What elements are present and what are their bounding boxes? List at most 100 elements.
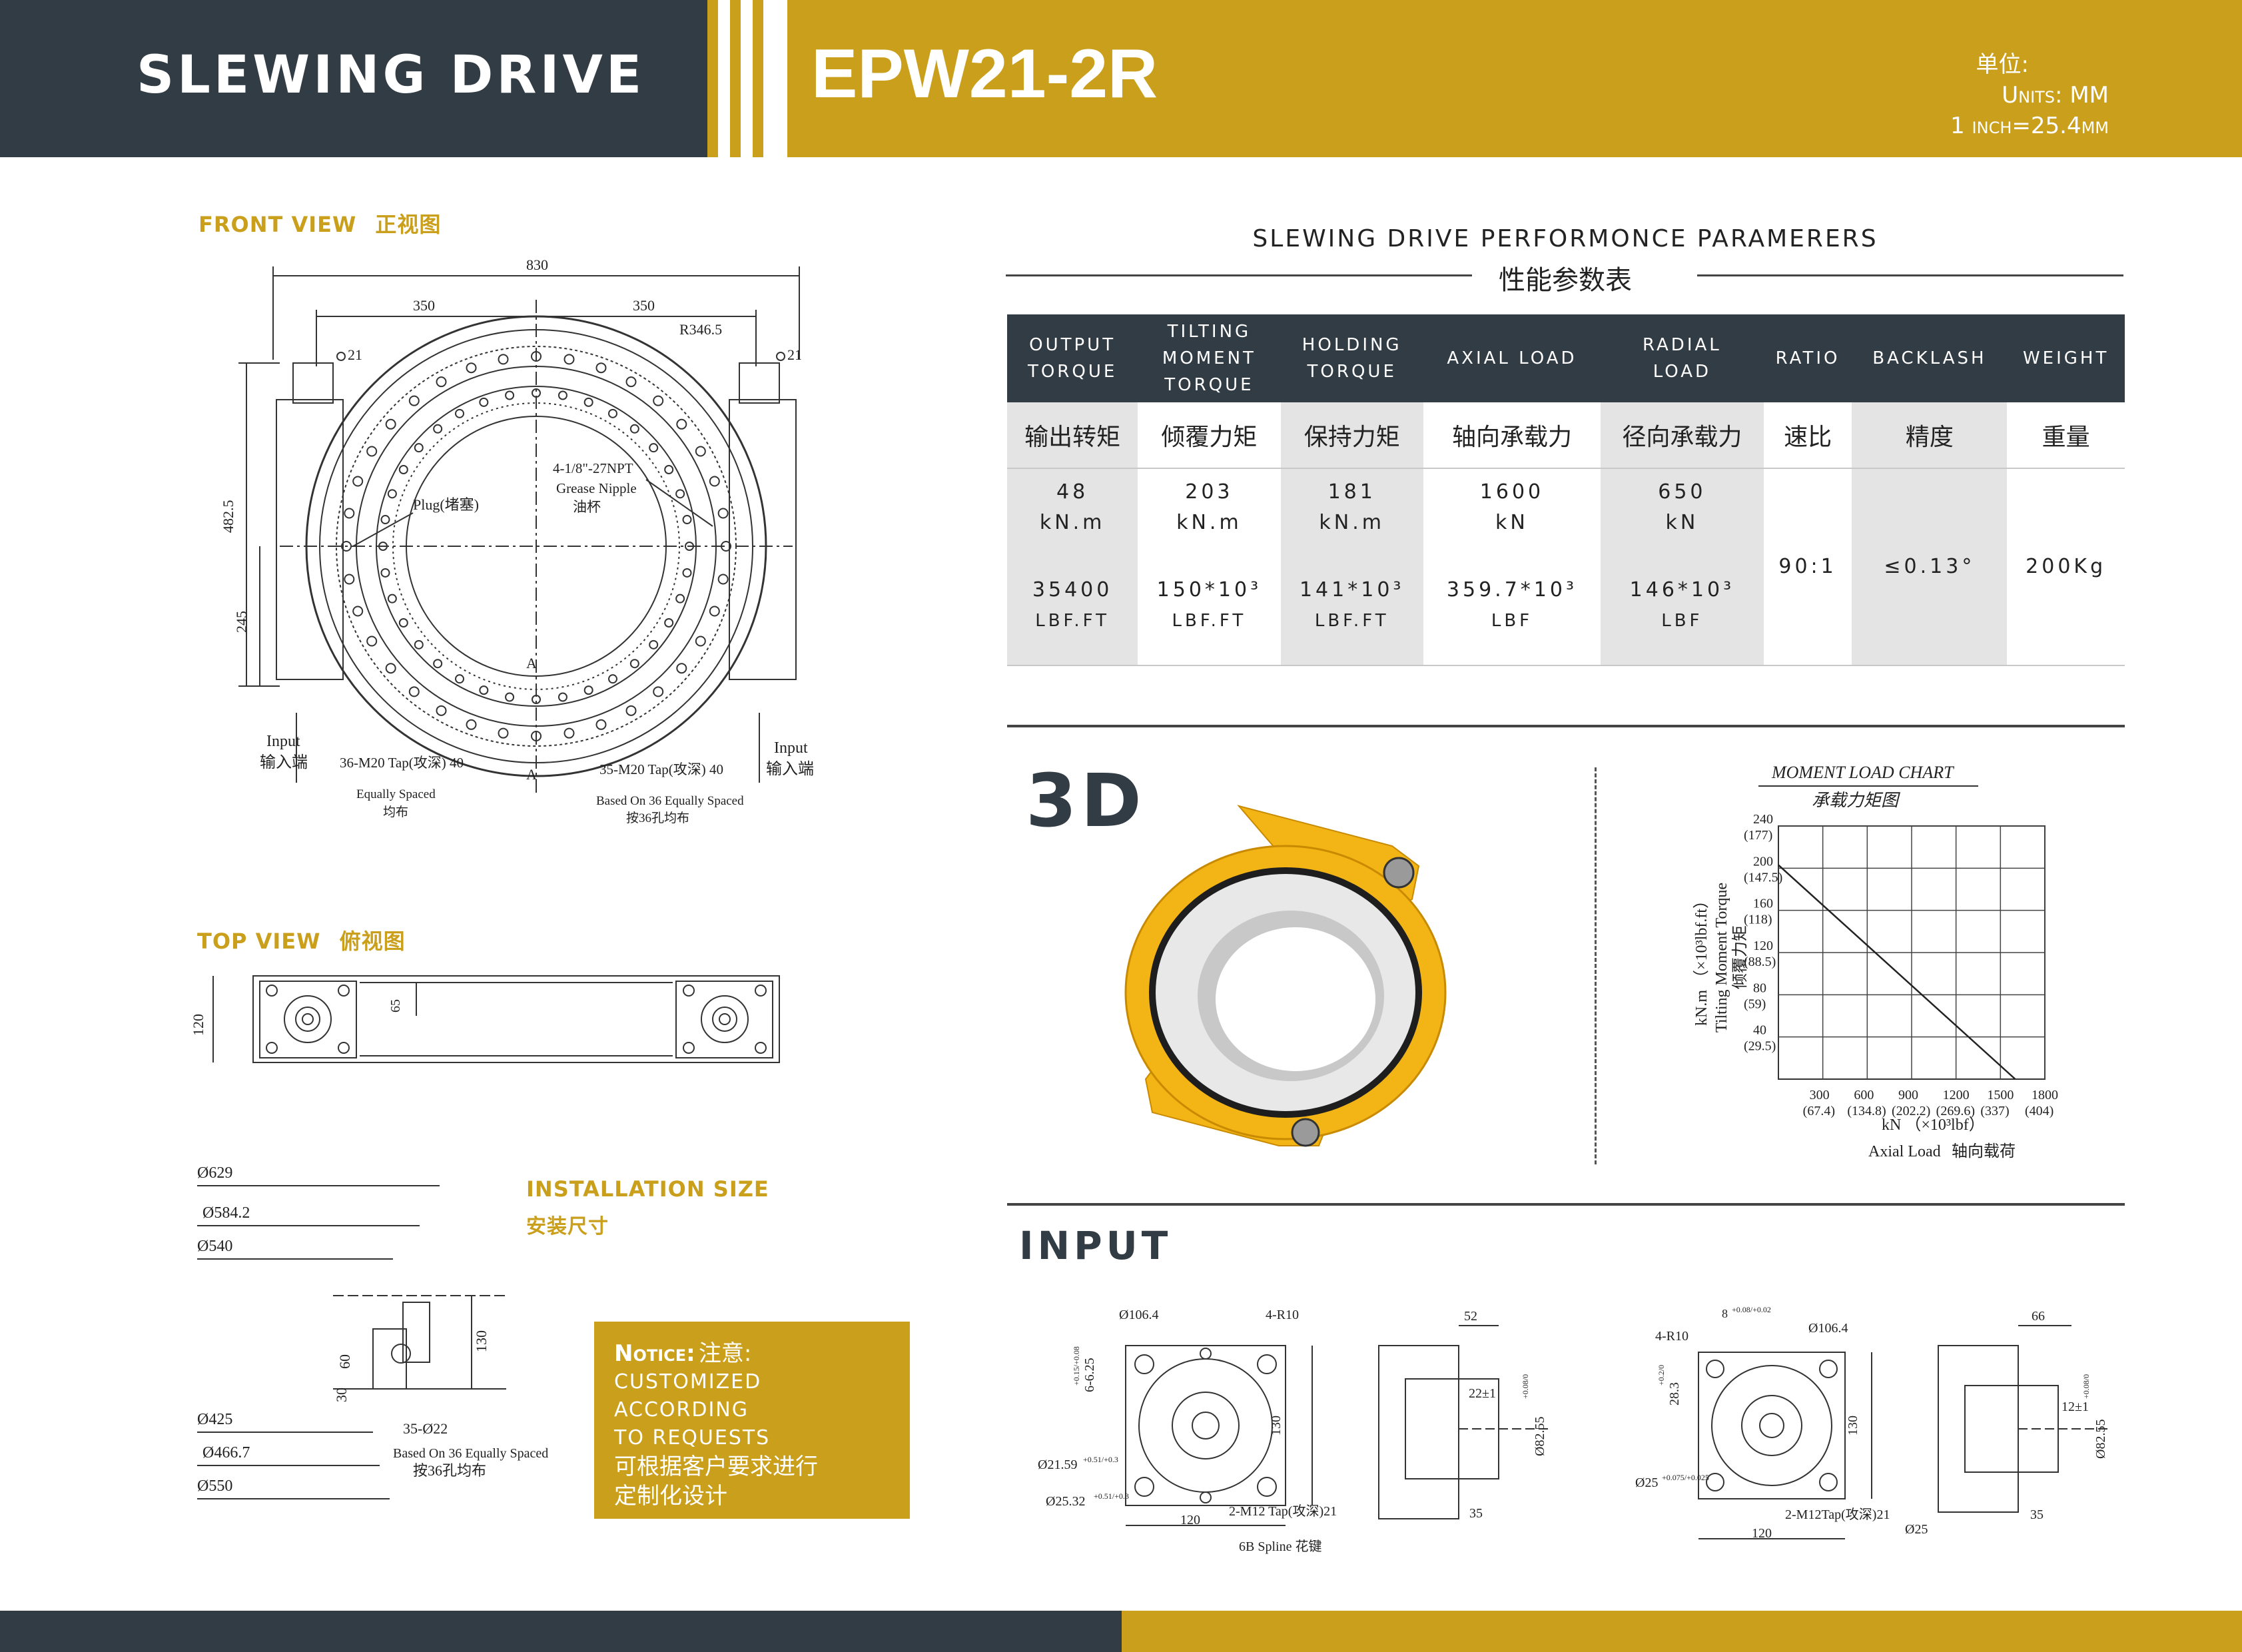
b-130: 130 [1846,1416,1860,1436]
footer-gold-band [1122,1611,2242,1652]
b-1064: Ø106.4 [1808,1321,1848,1336]
a-2532: Ø25.32 [1046,1494,1085,1509]
plug-label: Plug(堵塞) [413,496,479,513]
b-283-tol: +0.2/0 [1657,1365,1666,1386]
bolt-hole [433,424,443,434]
header-stripe [753,0,763,157]
units-value: MM [2069,82,2109,109]
bolt-hole [341,541,352,552]
section-a-top: A [526,655,537,671]
a-8255-tol: +0.08/0 [1521,1374,1530,1399]
table-row-imperial: 35400lbf.ft 150*10³lbf.ft 141*10³lbf.ft … [1007,546,2125,666]
bolt-hole [408,686,420,697]
bolt-hole [498,727,509,739]
dim-350-right: 350 [633,297,655,314]
cell-cn: 保持力矩 [1280,402,1423,469]
chart-ytick-sub: (118) [1744,913,1772,927]
cell-cn: 输出转矩 [1007,402,1138,469]
top-view-en: TOP VIEW [197,929,321,954]
dim-550: Ø550 [197,1477,232,1495]
bolt-hole [498,354,509,365]
cell-imperial: 146*10³lbf [1601,546,1764,666]
col-ratio: Ratio [1763,314,1852,402]
chart-ticks: 300(67.4)600(134.8)900(202.2)1200(269.6)… [1744,812,2058,1118]
col-weight: Weight [2007,314,2125,402]
installation-size-label: INSTALLATION SIZE [526,1176,769,1202]
notice-cn-2: 定制化设计 [614,1483,727,1509]
cell-imperial: 359.7*10³lbf [1423,546,1601,666]
bolt-hole [385,418,396,430]
chart-xlabel-cn: 轴向载荷 [1952,1142,2016,1160]
dim-5842: Ø584.2 [202,1204,250,1222]
bolt-hole [344,574,355,585]
b-8255: Ø82.55 [2093,1420,2108,1459]
bolt-hole [352,476,364,487]
chart-ytick: 40 [1753,1023,1766,1038]
bolt-hole [563,354,575,365]
bolt-hole [583,397,593,407]
bolt-hole [629,424,639,434]
bolt-hole [649,443,659,453]
a-4r10: 4-R10 [1266,1308,1299,1322]
bolt-hole [721,541,731,552]
chart-xtick: 1200 [1943,1088,1970,1102]
a-625-tol: +0.15/+0.08 [1072,1346,1081,1386]
dim-540: Ø540 [197,1238,232,1255]
chart-xtick-sub: (404) [2025,1104,2054,1118]
divider-3d [1007,725,2125,727]
notice-line-2: To Requests [614,1426,771,1449]
bolt-hole [408,395,420,406]
units-block: 单位: Units: MM 1 inch=25.4mm [1950,49,2109,141]
chart-xtick: 600 [1854,1088,1874,1102]
bolt-hole [387,489,397,499]
input-right-cn: 输入端 [766,760,814,778]
bolt-hole [378,542,388,551]
dim-4667: Ø466.7 [202,1444,250,1461]
chart-ytick-sub: (29.5) [1744,1039,1776,1054]
bolt-hole [717,508,729,519]
bolt-hole [695,446,706,457]
input-heading: INPUT [1019,1223,1172,1268]
cell-backlash: ≤0.13° [1852,468,2008,666]
performance-title-cn: 性能参数表 [1499,265,1632,296]
dim-r3465: R346.5 [679,321,722,338]
bolt-hole [414,639,424,649]
bolt-hole [398,465,408,474]
input-left-cn: 输入端 [260,753,308,771]
chart-xtick-sub: (337) [1980,1104,2009,1118]
three-d-label: 3D [1026,758,1146,843]
units-en: Units: [2002,82,2063,109]
bolt-hole [653,395,664,406]
bolt-hole [366,446,378,457]
bolt-hole [595,362,607,374]
chart-ytick-sub: (88.5) [1744,955,1776,969]
col-backlash: Backlash [1852,314,2008,402]
bolt-hole [532,388,541,398]
notice-heading-cn: 注意: [698,1340,752,1367]
bolt-hole [676,663,687,674]
b-25: Ø25 [1635,1475,1658,1490]
bolt-hole [682,515,692,525]
dim-629: Ø629 [197,1164,232,1182]
equally-spaced: Equally Spaced [356,787,436,801]
bolt-hole [675,594,685,604]
a-52: 52 [1464,1309,1477,1324]
a-130: 130 [1269,1416,1284,1436]
title-rule-left [1006,274,1472,276]
bolt-hole [682,568,692,578]
chart-xtick: 1500 [1987,1088,2014,1102]
notice-line-1: Customized According [614,1370,762,1422]
moment-load-chart: MOMENT LOAD CHART 承载力矩图 300(67.4)600(134… [1693,763,2058,1160]
a-2532-tol: +0.51/+0.3 [1094,1491,1129,1501]
chart-divider [1595,767,1599,1164]
a-m12: 2-M12 Tap(攻深)21 [1229,1503,1337,1519]
b-25-tol: +0.075/+0.025 [1662,1473,1709,1482]
input-right: Input [774,739,808,757]
a-1064: Ø106.4 [1119,1308,1158,1322]
notice-cn-1: 可根据客户要求进行 [614,1453,818,1480]
grease-label: Grease Nipple [556,480,637,496]
notice-heading: Notice: [614,1340,695,1367]
